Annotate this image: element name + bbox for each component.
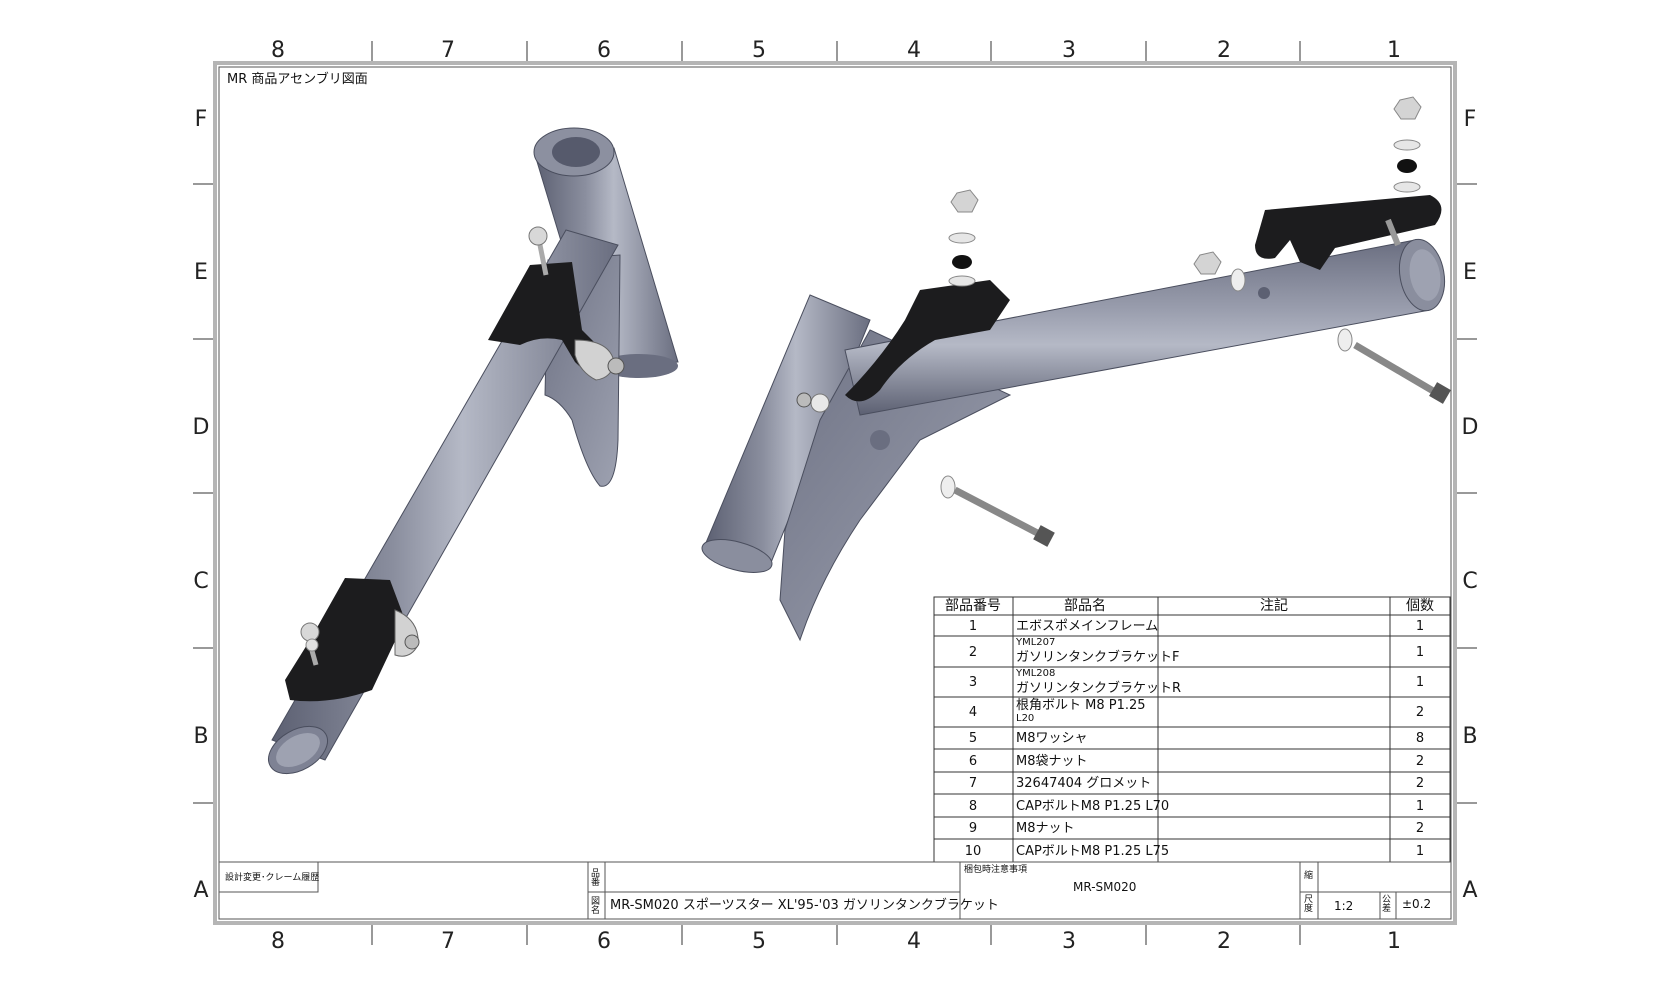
zone-ticks	[193, 41, 1477, 945]
zone-row-b-right: B	[1462, 724, 1478, 749]
bom-row-4-name-line2: L20	[1016, 713, 1035, 724]
bom-row-3-name-line2: ガソリンタンクブラケットR	[1016, 681, 1182, 696]
zone-row-e-right: E	[1463, 260, 1477, 285]
zone-col-1-top: 1	[1387, 38, 1401, 63]
bom-row-5-no: 5	[968, 731, 978, 746]
zone-col-4-top: 4	[907, 38, 921, 63]
bom-row-7-qty: 2	[1415, 776, 1425, 791]
bom-table-grid	[933, 596, 1451, 863]
zone-col-2-bottom: 2	[1217, 929, 1231, 954]
drawing-name: MR-SM020 スポーツスター XL'95-'03 ガソリンタンクブラケット	[610, 898, 999, 913]
bom-row-4-name-line1: 根角ボルト M8 P1.25	[1016, 698, 1146, 713]
zone-col-7-bottom: 7	[441, 929, 455, 954]
bom-row-1-qty: 1	[1415, 619, 1425, 634]
title-block-grid	[218, 861, 1451, 919]
bom-row-8-name: CAPボルトM8 P1.25 L70	[1016, 799, 1170, 814]
bom-header-qty: 個数	[1406, 598, 1434, 614]
zone-row-a-right: A	[1462, 878, 1478, 903]
bom-row-2-name-line1: YML207	[1016, 637, 1056, 648]
bom-row-6-qty: 2	[1415, 754, 1425, 769]
tolerance-value: ±0.2	[1402, 897, 1432, 911]
bom-row-2-qty: 1	[1415, 645, 1425, 660]
drawing-name-label: 図名	[591, 897, 601, 917]
bom-row-7-no: 7	[968, 776, 978, 791]
bom-row-4-qty: 2	[1415, 705, 1425, 720]
bom-row-1-no: 1	[968, 619, 978, 634]
bom-row-6-name: M8袋ナット	[1016, 754, 1088, 769]
tolerance-label: 公差	[1382, 895, 1392, 915]
revision-history-label: 設計変更･クレーム履歴	[225, 873, 320, 883]
bom-row-4-no: 4	[968, 705, 978, 720]
bom-row-5-qty: 8	[1415, 731, 1425, 746]
zone-col-8-bottom: 8	[271, 929, 285, 954]
packing-notes-label: 梱包時注意事項	[964, 865, 1028, 875]
zone-row-d-left: D	[192, 415, 210, 440]
zone-col-6-top: 6	[597, 38, 611, 63]
zone-row-e-left: E	[194, 260, 208, 285]
bom-row-9-no: 9	[968, 821, 978, 836]
bom-row-10-no: 10	[964, 844, 982, 859]
zone-col-2-top: 2	[1217, 38, 1231, 63]
zone-col-3-bottom: 3	[1062, 929, 1076, 954]
zone-col-6-bottom: 6	[597, 929, 611, 954]
zone-col-8-top: 8	[271, 38, 285, 63]
drawing-title: MR 商品アセンブリ図面	[227, 72, 368, 87]
bom-row-3-name-line1: YML208	[1016, 668, 1056, 679]
part-no-label: 品番	[591, 869, 601, 889]
bom-header-part-no: 部品番号	[945, 598, 1001, 614]
zone-row-b-left: B	[193, 724, 209, 749]
scale-value: 1:2	[1334, 899, 1354, 913]
right-exploded-view	[701, 96, 1451, 642]
zone-col-5-top: 5	[752, 38, 766, 63]
zone-row-f-left: F	[194, 107, 208, 132]
bom-row-8-no: 8	[968, 799, 978, 814]
zone-row-f-right: F	[1463, 107, 1477, 132]
bom-row-3-qty: 1	[1415, 675, 1425, 690]
bom-header-note: 注記	[1260, 598, 1288, 614]
bom-row-2-no: 2	[968, 645, 978, 660]
bom-row-9-name: M8ナット	[1016, 821, 1075, 836]
outer-frame	[213, 61, 1457, 925]
zone-row-c-right: C	[1462, 569, 1478, 594]
part-number: MR-SM020	[1073, 880, 1137, 894]
bom-row-7-name: 32647404 グロメット	[1016, 776, 1152, 791]
bom-row-10-qty: 1	[1415, 844, 1425, 859]
zone-col-1-bottom: 1	[1387, 929, 1401, 954]
bom-row-5-name: M8ワッシャ	[1016, 731, 1088, 746]
zone-row-c-left: C	[193, 569, 209, 594]
inner-border	[218, 66, 1452, 920]
zone-col-5-bottom: 5	[752, 929, 766, 954]
bom-row-9-qty: 2	[1415, 821, 1425, 836]
zone-col-7-top: 7	[441, 38, 455, 63]
scale-label: 尺度	[1304, 895, 1314, 915]
zone-col-3-top: 3	[1062, 38, 1076, 63]
zone-row-a-left: A	[193, 878, 209, 903]
bom-row-3-no: 3	[968, 675, 978, 690]
zone-col-4-bottom: 4	[907, 929, 921, 954]
sheet-label: 縮	[1304, 871, 1314, 881]
bom-header-part-name: 部品名	[1064, 598, 1106, 614]
bom-row-10-name: CAPボルトM8 P1.25 L75	[1016, 844, 1170, 859]
bom-row-2-name-line2: ガソリンタンクブラケットF	[1016, 650, 1180, 665]
left-assembly-view	[268, 127, 679, 775]
bom-row-6-no: 6	[968, 754, 978, 769]
bom-row-8-qty: 1	[1415, 799, 1425, 814]
zone-row-d-right: D	[1461, 415, 1479, 440]
bom-row-1-name: エボスポメインフレーム	[1016, 619, 1159, 634]
